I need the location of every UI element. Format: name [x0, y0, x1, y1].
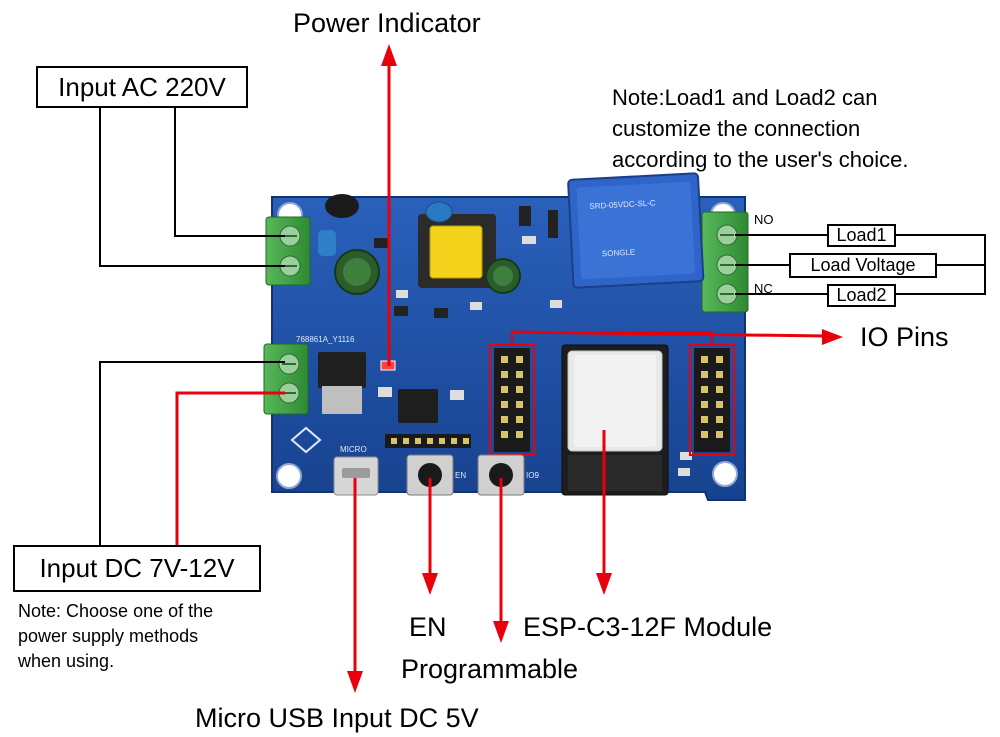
micro-usb-label: Micro USB Input DC 5V [195, 703, 479, 734]
power-indicator-label: Power Indicator [293, 8, 481, 39]
power-note-line: power supply methods [18, 624, 213, 649]
load1-box: Load1 [827, 224, 896, 247]
load2-box: Load2 [827, 284, 896, 307]
regulator-2 [398, 389, 438, 423]
load-note-line: Note:Load1 and Load2 can [612, 82, 908, 113]
programmable-label: Programmable [401, 654, 578, 685]
mount-hole [713, 462, 737, 486]
micro-text: MICRO [340, 445, 367, 454]
load-note-line: according to the user's choice. [612, 144, 908, 175]
en-silk-text: EN [455, 471, 466, 480]
relay: SRD-05VDC-SL-C SONGLE [568, 173, 703, 288]
relay-brand-text: SONGLE [602, 248, 636, 259]
blue-capacitor [426, 202, 452, 222]
io-pins-label: IO Pins [860, 322, 949, 353]
load-voltage-label: Load Voltage [810, 255, 915, 276]
input-dc-box: Input DC 7V-12V [13, 545, 261, 592]
en-label: EN [409, 612, 447, 643]
input-ac-label: Input AC 220V [58, 72, 226, 103]
power-note-line: Note: Choose one of the [18, 599, 213, 624]
power-note-line: when using. [18, 649, 213, 674]
black-capacitor [325, 194, 359, 218]
load2-label: Load2 [836, 285, 886, 306]
load-voltage-box: Load Voltage [789, 253, 937, 278]
no-label: NO [754, 212, 774, 227]
load-note: Note:Load1 and Load2 can customize the c… [612, 82, 908, 175]
module-label: ESP-C3-12F Module [523, 612, 772, 643]
mount-hole [277, 464, 301, 488]
nc-label: NC [754, 281, 773, 296]
board-id-text: 768861A_Y1116 [296, 335, 355, 344]
power-note: Note: Choose one of the power supply met… [18, 599, 213, 674]
io-header-left [494, 348, 530, 452]
input-ac-box: Input AC 220V [36, 66, 248, 108]
regulator [318, 352, 366, 388]
load1-label: Load1 [836, 225, 886, 246]
load-note-line: customize the connection [612, 113, 908, 144]
input-dc-label: Input DC 7V-12V [39, 553, 234, 584]
io-header-right [694, 348, 730, 452]
blue-cap-small [318, 230, 336, 256]
io9-silk-text: IO9 [526, 471, 539, 480]
